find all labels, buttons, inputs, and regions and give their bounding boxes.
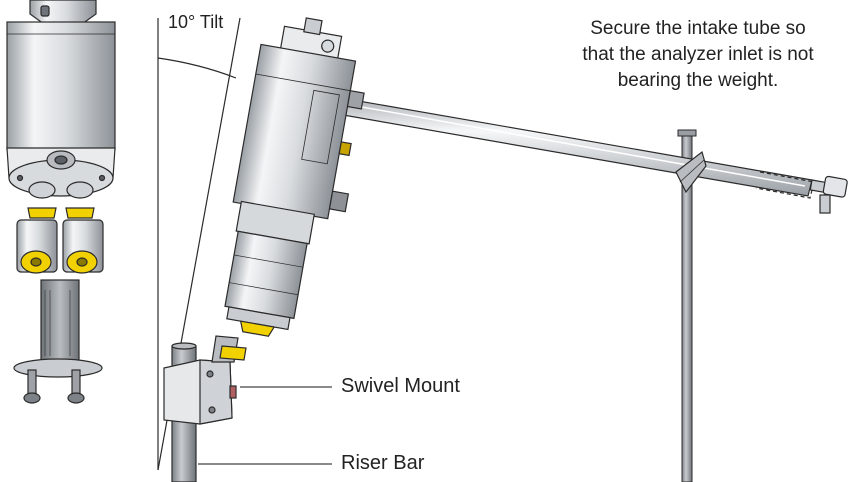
riser-bar-label: Riser Bar [341, 452, 425, 474]
analyzer-body [224, 17, 365, 337]
swivel-mount [163, 335, 247, 425]
callout-leaders [198, 386, 332, 465]
note-line-1: Secure the intake tube so [590, 18, 806, 39]
intake-tube [325, 95, 848, 214]
support-stand-pole [677, 129, 697, 482]
analyzer-bottom-view [6, 0, 116, 404]
note-line-3: bearing the weight. [617, 70, 779, 91]
mounting-instruction-note: Secure the intake tube so that the analy… [548, 16, 848, 94]
tilt-angle-label: 10° Tilt [168, 12, 224, 32]
note-line-2: that the analyzer inlet is not [582, 44, 814, 65]
swivel-mount-label: Swivel Mount [341, 375, 460, 397]
